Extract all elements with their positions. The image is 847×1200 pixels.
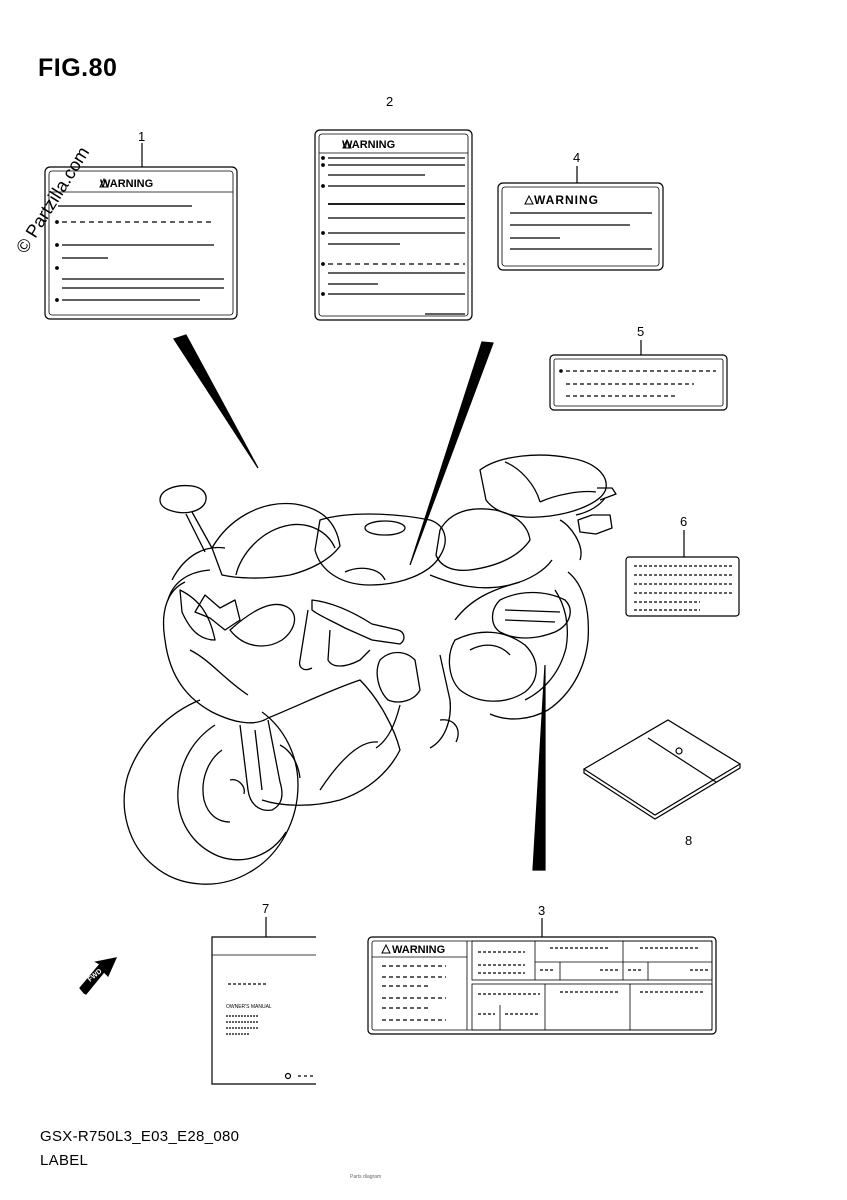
- pointer-2: [409, 341, 494, 566]
- warning-triangle-icon: [381, 943, 391, 954]
- warning-text-3: WARNING: [392, 944, 445, 956]
- figure-caption: LABEL: [40, 1152, 89, 1169]
- callout-number-1: 1: [138, 129, 145, 144]
- label-5[interactable]: [549, 354, 728, 411]
- manual-sheet-8[interactable]: [582, 719, 742, 820]
- pointer-3: [532, 664, 546, 871]
- owners-manual-7[interactable]: [211, 936, 316, 1085]
- figure-title: FIG.80: [38, 54, 118, 82]
- callout-number-7: 7: [262, 901, 269, 916]
- warning-triangle-icon: [524, 194, 534, 205]
- callout-number-6: 6: [680, 514, 687, 529]
- label-warning-4[interactable]: [497, 182, 664, 271]
- fwd-arrow-icon: [79, 957, 118, 995]
- label-warning-2[interactable]: [314, 129, 473, 321]
- model-code: GSX-R750L3_E03_E28_080: [40, 1128, 240, 1145]
- warning-text-4: WARNING: [534, 193, 599, 207]
- warning-text-2: WARNING: [342, 139, 395, 151]
- label-6[interactable]: [625, 556, 740, 617]
- warning-triangle-icon: [99, 177, 109, 188]
- owners-manual-title: OWNER'S MANUAL: [226, 1004, 272, 1010]
- callout-number-3: 3: [538, 903, 545, 918]
- warning-triangle-icon: [342, 138, 352, 149]
- callout-number-2: 2: [386, 94, 393, 109]
- callout-number-5: 5: [637, 324, 644, 339]
- pointer-1: [173, 334, 259, 469]
- label-warning-1[interactable]: [44, 166, 238, 320]
- warning-text-1: WARNING: [100, 178, 153, 190]
- motorcycle-outline: [123, 454, 617, 885]
- footnote: Parts diagram: [350, 1174, 382, 1180]
- label-info-3[interactable]: [367, 936, 717, 1035]
- callout-number-4: 4: [573, 150, 580, 165]
- callout-number-8: 8: [685, 833, 692, 848]
